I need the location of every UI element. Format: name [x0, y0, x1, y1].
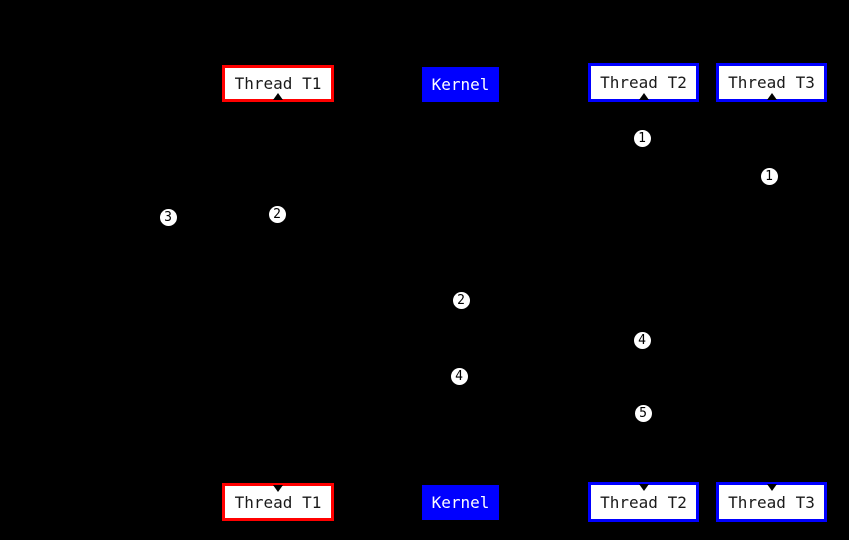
lifeline-arrowhead-icon [766, 484, 777, 491]
actor-box-thread-t1-top: Thread T1 [222, 65, 334, 102]
step-marker: 4 [449, 366, 469, 386]
lifeline-arrowhead-icon [273, 93, 283, 100]
actor-box-kernel-top: Kernel [422, 67, 499, 102]
actor-label-thread-t2-bottom: Thread T2 [600, 492, 687, 512]
actor-box-thread-t2-top: Thread T2 [588, 63, 699, 102]
lifeline-arrowhead-icon [273, 485, 283, 492]
actor-label-thread-t2-top: Thread T2 [600, 73, 687, 92]
actor-label-thread-t1-bottom: Thread T1 [234, 492, 322, 512]
actor-box-thread-t1-bottom: Thread T1 [222, 483, 334, 521]
step-marker: 2 [267, 204, 287, 224]
lifeline-arrowhead-icon [766, 93, 777, 100]
actor-box-thread-t3-bottom: Thread T3 [716, 482, 827, 522]
actor-label-kernel-top: Kernel [431, 75, 490, 94]
step-marker: 5 [633, 403, 653, 423]
step-marker: 4 [632, 330, 652, 350]
step-marker: 2 [451, 290, 471, 310]
step-marker: 1 [632, 129, 652, 148]
actor-label-kernel-bottom: Kernel [431, 493, 490, 512]
actor-box-thread-t2-bottom: Thread T2 [588, 482, 699, 522]
actor-label-thread-t3-bottom: Thread T3 [728, 492, 815, 512]
actor-box-kernel-bottom: Kernel [422, 485, 499, 520]
actor-label-thread-t3-top: Thread T3 [728, 73, 815, 92]
step-marker: 3 [158, 208, 178, 227]
actor-box-thread-t3-top: Thread T3 [716, 63, 827, 102]
lifeline-arrowhead-icon [638, 484, 649, 491]
lifeline-arrowhead-icon [638, 93, 649, 100]
actor-label-thread-t1-top: Thread T1 [234, 74, 322, 93]
step-marker: 1 [759, 167, 779, 186]
